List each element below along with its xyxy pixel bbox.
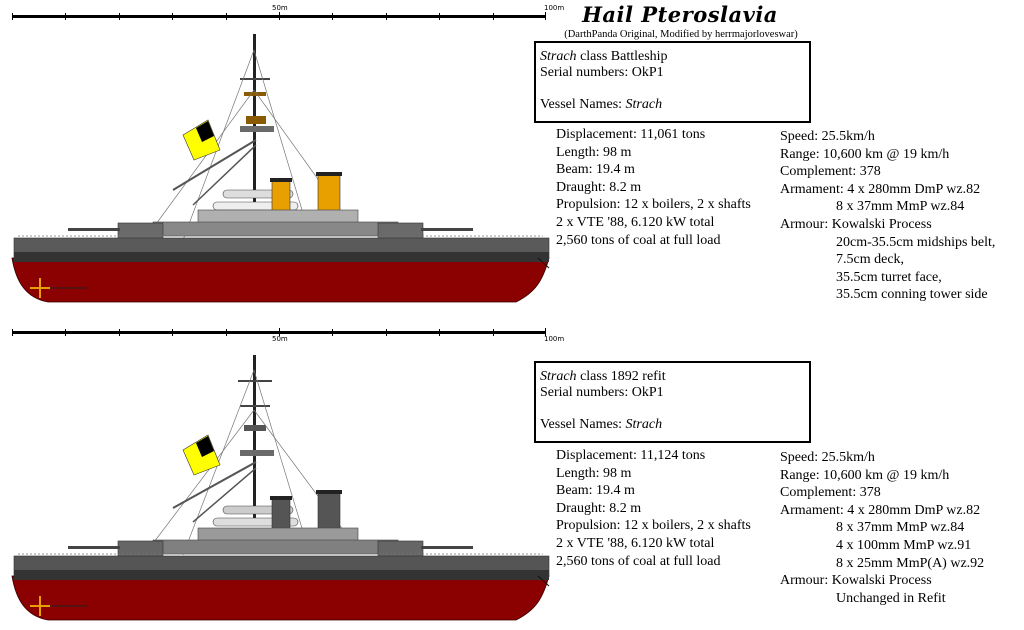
class-line: Strach class 1892 refit	[540, 369, 809, 385]
spec-length: Length: 98 m	[556, 144, 632, 160]
spec-displacement: Displacement: 11,061 tons	[556, 127, 706, 142]
vessel-names-line: Vessel Names: Strach	[540, 97, 809, 113]
spec-armour: Armour: Kowalski Process	[780, 573, 932, 589]
spec-engines: 2 x VTE '88, 6.120 kW total	[556, 214, 715, 230]
class-name: Strach	[540, 49, 577, 64]
class-suffix: class Battleship	[576, 49, 668, 64]
ship-specs-right-original: Speed: 25.5km/h Range: 10,600 km @ 19 km…	[780, 128, 995, 304]
vessel-names-value: Strach	[625, 417, 663, 432]
ship-specs-left-original: Displacement: 11,061 tons Length: 98 m B…	[556, 126, 751, 249]
spec-armament-tertiary: 4 x 100mm MmP wz.91	[836, 537, 972, 553]
class-name: Strach	[540, 369, 577, 384]
scale-bar-graphic	[12, 12, 546, 20]
spec-armour-turret: 35.5cm turret face,	[836, 269, 942, 285]
class-suffix: class 1892 refit	[576, 369, 666, 384]
scale-bar-graphic	[12, 328, 546, 336]
vessel-names-line: Vessel Names: Strach	[540, 417, 809, 433]
spec-armour-tower: 35.5cm conning tower side	[836, 287, 988, 303]
serial-line: Serial numbers: OkP1	[540, 385, 664, 400]
spec-armament-secondary: 8 x 37mm MmP wz.84	[836, 520, 965, 536]
page-title: Hail Pteroslavia	[582, 2, 778, 27]
spec-propulsion: Propulsion: 12 x boilers, 2 x shafts	[556, 518, 751, 534]
spec-armament: Armament: 4 x 280mm DmP wz.82	[780, 502, 981, 518]
spec-draught: Draught: 8.2 m	[556, 500, 642, 516]
ship-profile-refit	[8, 350, 553, 626]
spec-armament-secondary: 8 x 37mm MmP wz.84	[836, 199, 965, 215]
battleship-drawing	[11, 355, 550, 621]
spec-armour-note: Unchanged in Refit	[836, 590, 946, 606]
ship-profile-original	[8, 30, 553, 310]
scale-label-mid: 50m	[272, 4, 288, 12]
spec-armour-deck: 7.5cm deck,	[836, 252, 905, 268]
ship-info-box-refit: Strach class 1892 refit Serial numbers: …	[534, 361, 811, 443]
spec-propulsion: Propulsion: 12 x boilers, 2 x shafts	[556, 197, 751, 213]
vessel-names-value: Strach	[625, 97, 663, 112]
spec-beam: Beam: 19.4 m	[556, 483, 635, 499]
class-line: Strach class Battleship	[540, 49, 809, 65]
scale-label-mid: 50m	[272, 335, 288, 343]
spec-armour: Armour: Kowalski Process	[780, 216, 932, 232]
spec-speed: Speed: 25.5km/h	[780, 129, 875, 144]
spec-range: Range: 10,600 km @ 19 km/h	[780, 467, 950, 483]
scale-label-end: 100m	[544, 4, 565, 12]
spec-speed: Speed: 25.5km/h	[780, 450, 875, 465]
credit-line: (DarthPanda Original, Modified by herrma…	[564, 29, 798, 40]
spec-coal: 2,560 tons of coal at full load	[556, 232, 721, 248]
spec-complement: Complement: 378	[780, 164, 881, 180]
spec-length: Length: 98 m	[556, 465, 632, 481]
spec-displacement: Displacement: 11,124 tons	[556, 448, 706, 463]
scale-label-end: 100m	[544, 335, 565, 343]
spec-coal: 2,560 tons of coal at full load	[556, 553, 721, 569]
ship-specs-right-refit: Speed: 25.5km/h Range: 10,600 km @ 19 km…	[780, 449, 984, 607]
spec-complement: Complement: 378	[780, 485, 881, 501]
vessel-names-label: Vessel Names:	[540, 417, 626, 432]
spec-range: Range: 10,600 km @ 19 km/h	[780, 146, 950, 162]
vessel-names-label: Vessel Names:	[540, 97, 626, 112]
scale-bar-bottom: 50m 100m	[12, 326, 564, 346]
battleship-drawing	[11, 34, 550, 303]
ship-info-box-original: Strach class Battleship Serial numbers: …	[534, 41, 811, 123]
spec-armament: Armament: 4 x 280mm DmP wz.82	[780, 181, 981, 197]
spec-armament-aa: 8 x 25mm MmP(A) wz.92	[836, 555, 985, 571]
scale-bar-top: 50m 100m	[12, 4, 564, 26]
spec-engines: 2 x VTE '88, 6.120 kW total	[556, 535, 715, 551]
ship-specs-left-refit: Displacement: 11,124 tons Length: 98 m B…	[556, 447, 751, 570]
spec-armour-belt: 20cm-35.5cm midships belt,	[836, 234, 996, 250]
spec-draught: Draught: 8.2 m	[556, 179, 642, 195]
spec-beam: Beam: 19.4 m	[556, 162, 635, 178]
serial-line: Serial numbers: OkP1	[540, 65, 664, 80]
